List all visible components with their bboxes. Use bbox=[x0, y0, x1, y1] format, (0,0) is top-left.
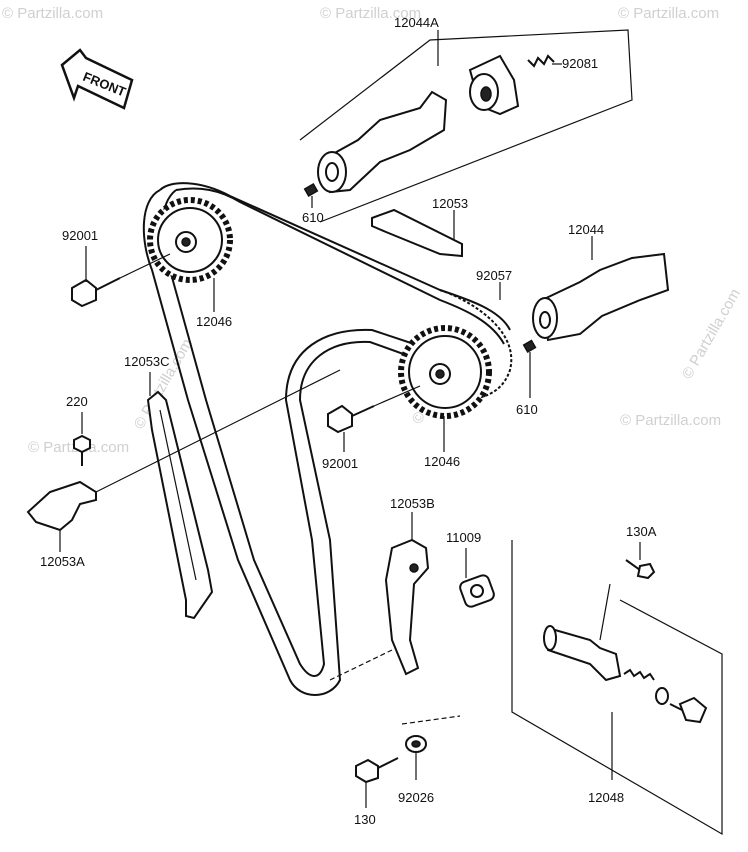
label-12053b: 12053B bbox=[390, 496, 435, 511]
label-92026: 92026 bbox=[398, 790, 434, 805]
label-12053a: 12053A bbox=[40, 554, 85, 569]
label-610-upper: 610 bbox=[302, 210, 324, 225]
camshaft-exhaust bbox=[317, 54, 520, 194]
pin-upper bbox=[303, 183, 319, 208]
svg-text:© Partzilla.com: © Partzilla.com bbox=[2, 5, 103, 22]
washer bbox=[401, 715, 461, 780]
label-12053: 12053 bbox=[432, 196, 468, 211]
chain-guide-top bbox=[371, 208, 463, 258]
label-12048: 12048 bbox=[588, 790, 624, 805]
label-12053c: 12053C bbox=[124, 354, 170, 369]
svg-text:© Partzilla.com: © Partzilla.com bbox=[620, 412, 721, 429]
label-92001-left: 92001 bbox=[62, 228, 98, 243]
label-92001-center: 92001 bbox=[322, 456, 358, 471]
label-12044a: 12044A bbox=[394, 15, 439, 30]
label-12046-left: 12046 bbox=[196, 314, 232, 329]
front-arrow-icon: FRONT bbox=[60, 48, 134, 110]
spring-92081 bbox=[527, 54, 562, 68]
label-12044: 12044 bbox=[568, 222, 604, 237]
sprocket-left bbox=[147, 197, 233, 312]
label-610-lower: 610 bbox=[516, 402, 538, 417]
camshaft-intake bbox=[532, 236, 670, 342]
label-92081: 92081 bbox=[562, 56, 598, 71]
label-11009: 11009 bbox=[446, 530, 481, 545]
bolt-220 bbox=[73, 412, 91, 466]
label-220: 220 bbox=[66, 394, 88, 409]
group-box-12048 bbox=[511, 540, 723, 836]
label-130: 130 bbox=[354, 812, 376, 827]
chain-guide-b bbox=[329, 512, 430, 681]
bolt-130 bbox=[355, 757, 399, 808]
callout-labels: 12044A 92081 610 12053 12044 92057 610 9… bbox=[40, 15, 657, 827]
label-130a: 130A bbox=[626, 524, 657, 539]
chain-guide-a bbox=[26, 369, 341, 552]
pin-lower bbox=[522, 339, 537, 398]
chain-guide-c bbox=[146, 372, 214, 620]
svg-text:© Partzilla.com: © Partzilla.com bbox=[618, 5, 719, 22]
bolt-center bbox=[327, 385, 421, 452]
bolt-left bbox=[71, 246, 171, 308]
label-92057: 92057 bbox=[476, 268, 512, 283]
label-12046-center: 12046 bbox=[424, 454, 460, 469]
svg-text:© Partzilla.com: © Partzilla.com bbox=[320, 5, 421, 22]
bolt-130a bbox=[599, 542, 656, 641]
group-box-12044a bbox=[299, 29, 633, 223]
sprocket-center bbox=[398, 325, 492, 452]
tensioner bbox=[543, 625, 708, 724]
svg-text:© Partzilla.com: © Partzilla.com bbox=[679, 286, 744, 382]
gasket bbox=[459, 548, 495, 608]
